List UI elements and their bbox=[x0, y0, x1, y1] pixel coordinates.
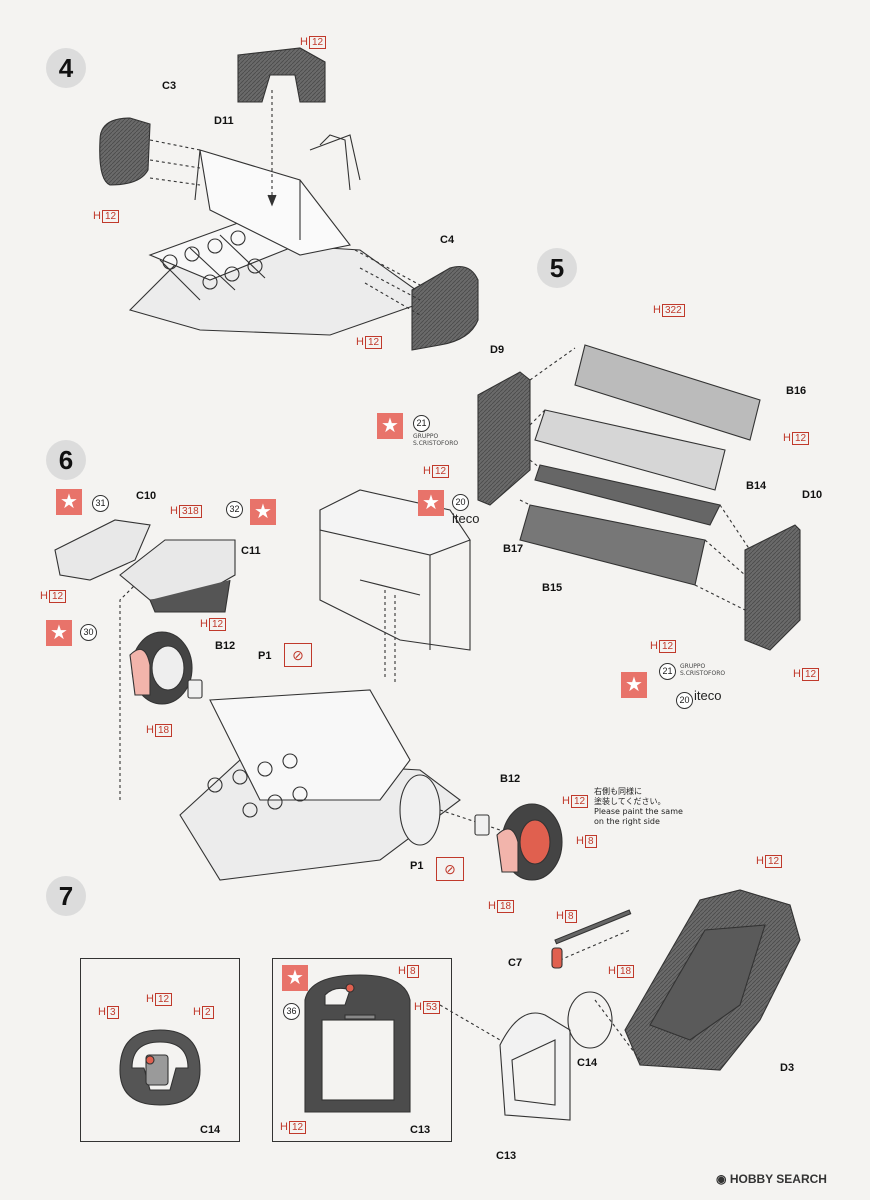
step6-wheel-left bbox=[129, 631, 203, 705]
part-label: B12 bbox=[500, 773, 521, 785]
step6-c10-c11-ducts bbox=[54, 519, 236, 613]
step5-d10-plate bbox=[694, 504, 801, 651]
inset-c14-wheel bbox=[119, 1029, 201, 1106]
part-label: D3 bbox=[780, 1062, 795, 1074]
step6-rear-wing bbox=[319, 489, 471, 685]
part-label: C11 bbox=[241, 545, 261, 557]
decal-number: 21 bbox=[659, 663, 676, 680]
star-icon: ★ bbox=[46, 620, 72, 646]
part-label: P1 bbox=[258, 650, 272, 662]
no-glue-icon: ⊘ bbox=[284, 643, 312, 667]
part-label: B15 bbox=[542, 582, 563, 594]
star-icon: ★ bbox=[282, 965, 308, 991]
step5-flaps bbox=[519, 344, 761, 586]
step6-wheel-right bbox=[474, 803, 563, 881]
inset-c13-panel bbox=[304, 974, 411, 1113]
step5-d9-plate bbox=[477, 371, 531, 506]
step4-c3-plate bbox=[99, 117, 201, 186]
part-label: C10 bbox=[136, 490, 157, 502]
step6-engine-frame bbox=[119, 579, 501, 881]
part-label: B17 bbox=[503, 543, 524, 555]
decal-number: 21 bbox=[413, 415, 430, 432]
part-label: B12 bbox=[215, 640, 236, 652]
step4-engine-frame bbox=[128, 134, 432, 336]
step-number: 7 bbox=[46, 876, 86, 916]
part-label: B14 bbox=[746, 480, 767, 492]
part-label: B16 bbox=[786, 385, 807, 397]
part-label: C14 bbox=[200, 1124, 221, 1136]
step7-seat-d3 bbox=[624, 889, 801, 1071]
star-icon: ★ bbox=[621, 672, 647, 698]
part-label: P1 bbox=[410, 860, 424, 872]
inset-box-c13 bbox=[272, 958, 452, 1142]
star-icon: ★ bbox=[377, 413, 403, 439]
step-number: 6 bbox=[46, 440, 86, 480]
decal-number: 20 bbox=[676, 692, 693, 709]
step-number: 4 bbox=[46, 48, 86, 88]
logo-icon: ◉ bbox=[716, 1172, 730, 1186]
watermark-logo: ◉ HOBBY SEARCH bbox=[716, 1172, 827, 1186]
part-label: C4 bbox=[440, 234, 455, 246]
part-label: C14 bbox=[577, 1057, 598, 1069]
decal-number: 30 bbox=[80, 624, 97, 641]
decal-number: 32 bbox=[226, 501, 243, 518]
decal-brand: iteco bbox=[452, 511, 480, 526]
decal-number: 31 bbox=[92, 495, 109, 512]
step-number: 5 bbox=[537, 248, 577, 288]
decal-number: 20 bbox=[452, 494, 469, 511]
part-label: D10 bbox=[802, 489, 823, 501]
step7-c13-frame bbox=[499, 1012, 571, 1121]
star-icon: ★ bbox=[418, 490, 444, 516]
part-label: C7 bbox=[508, 957, 523, 969]
step4-d11-part bbox=[237, 47, 326, 207]
star-icon: ★ bbox=[250, 499, 276, 525]
part-label: D9 bbox=[490, 344, 505, 356]
star-icon: ★ bbox=[56, 489, 82, 515]
no-glue-icon: ⊘ bbox=[436, 857, 464, 881]
part-label: C13 bbox=[410, 1124, 431, 1136]
step4-c4-plate bbox=[354, 249, 479, 351]
decal-brand: iteco bbox=[694, 688, 722, 703]
step7-steering-c14 bbox=[439, 909, 641, 1061]
part-label: C13 bbox=[496, 1150, 517, 1162]
part-label: D11 bbox=[214, 115, 234, 127]
inset-box-c14 bbox=[80, 958, 240, 1142]
decal-number: 36 bbox=[283, 1003, 300, 1020]
part-label: C3 bbox=[162, 80, 177, 92]
